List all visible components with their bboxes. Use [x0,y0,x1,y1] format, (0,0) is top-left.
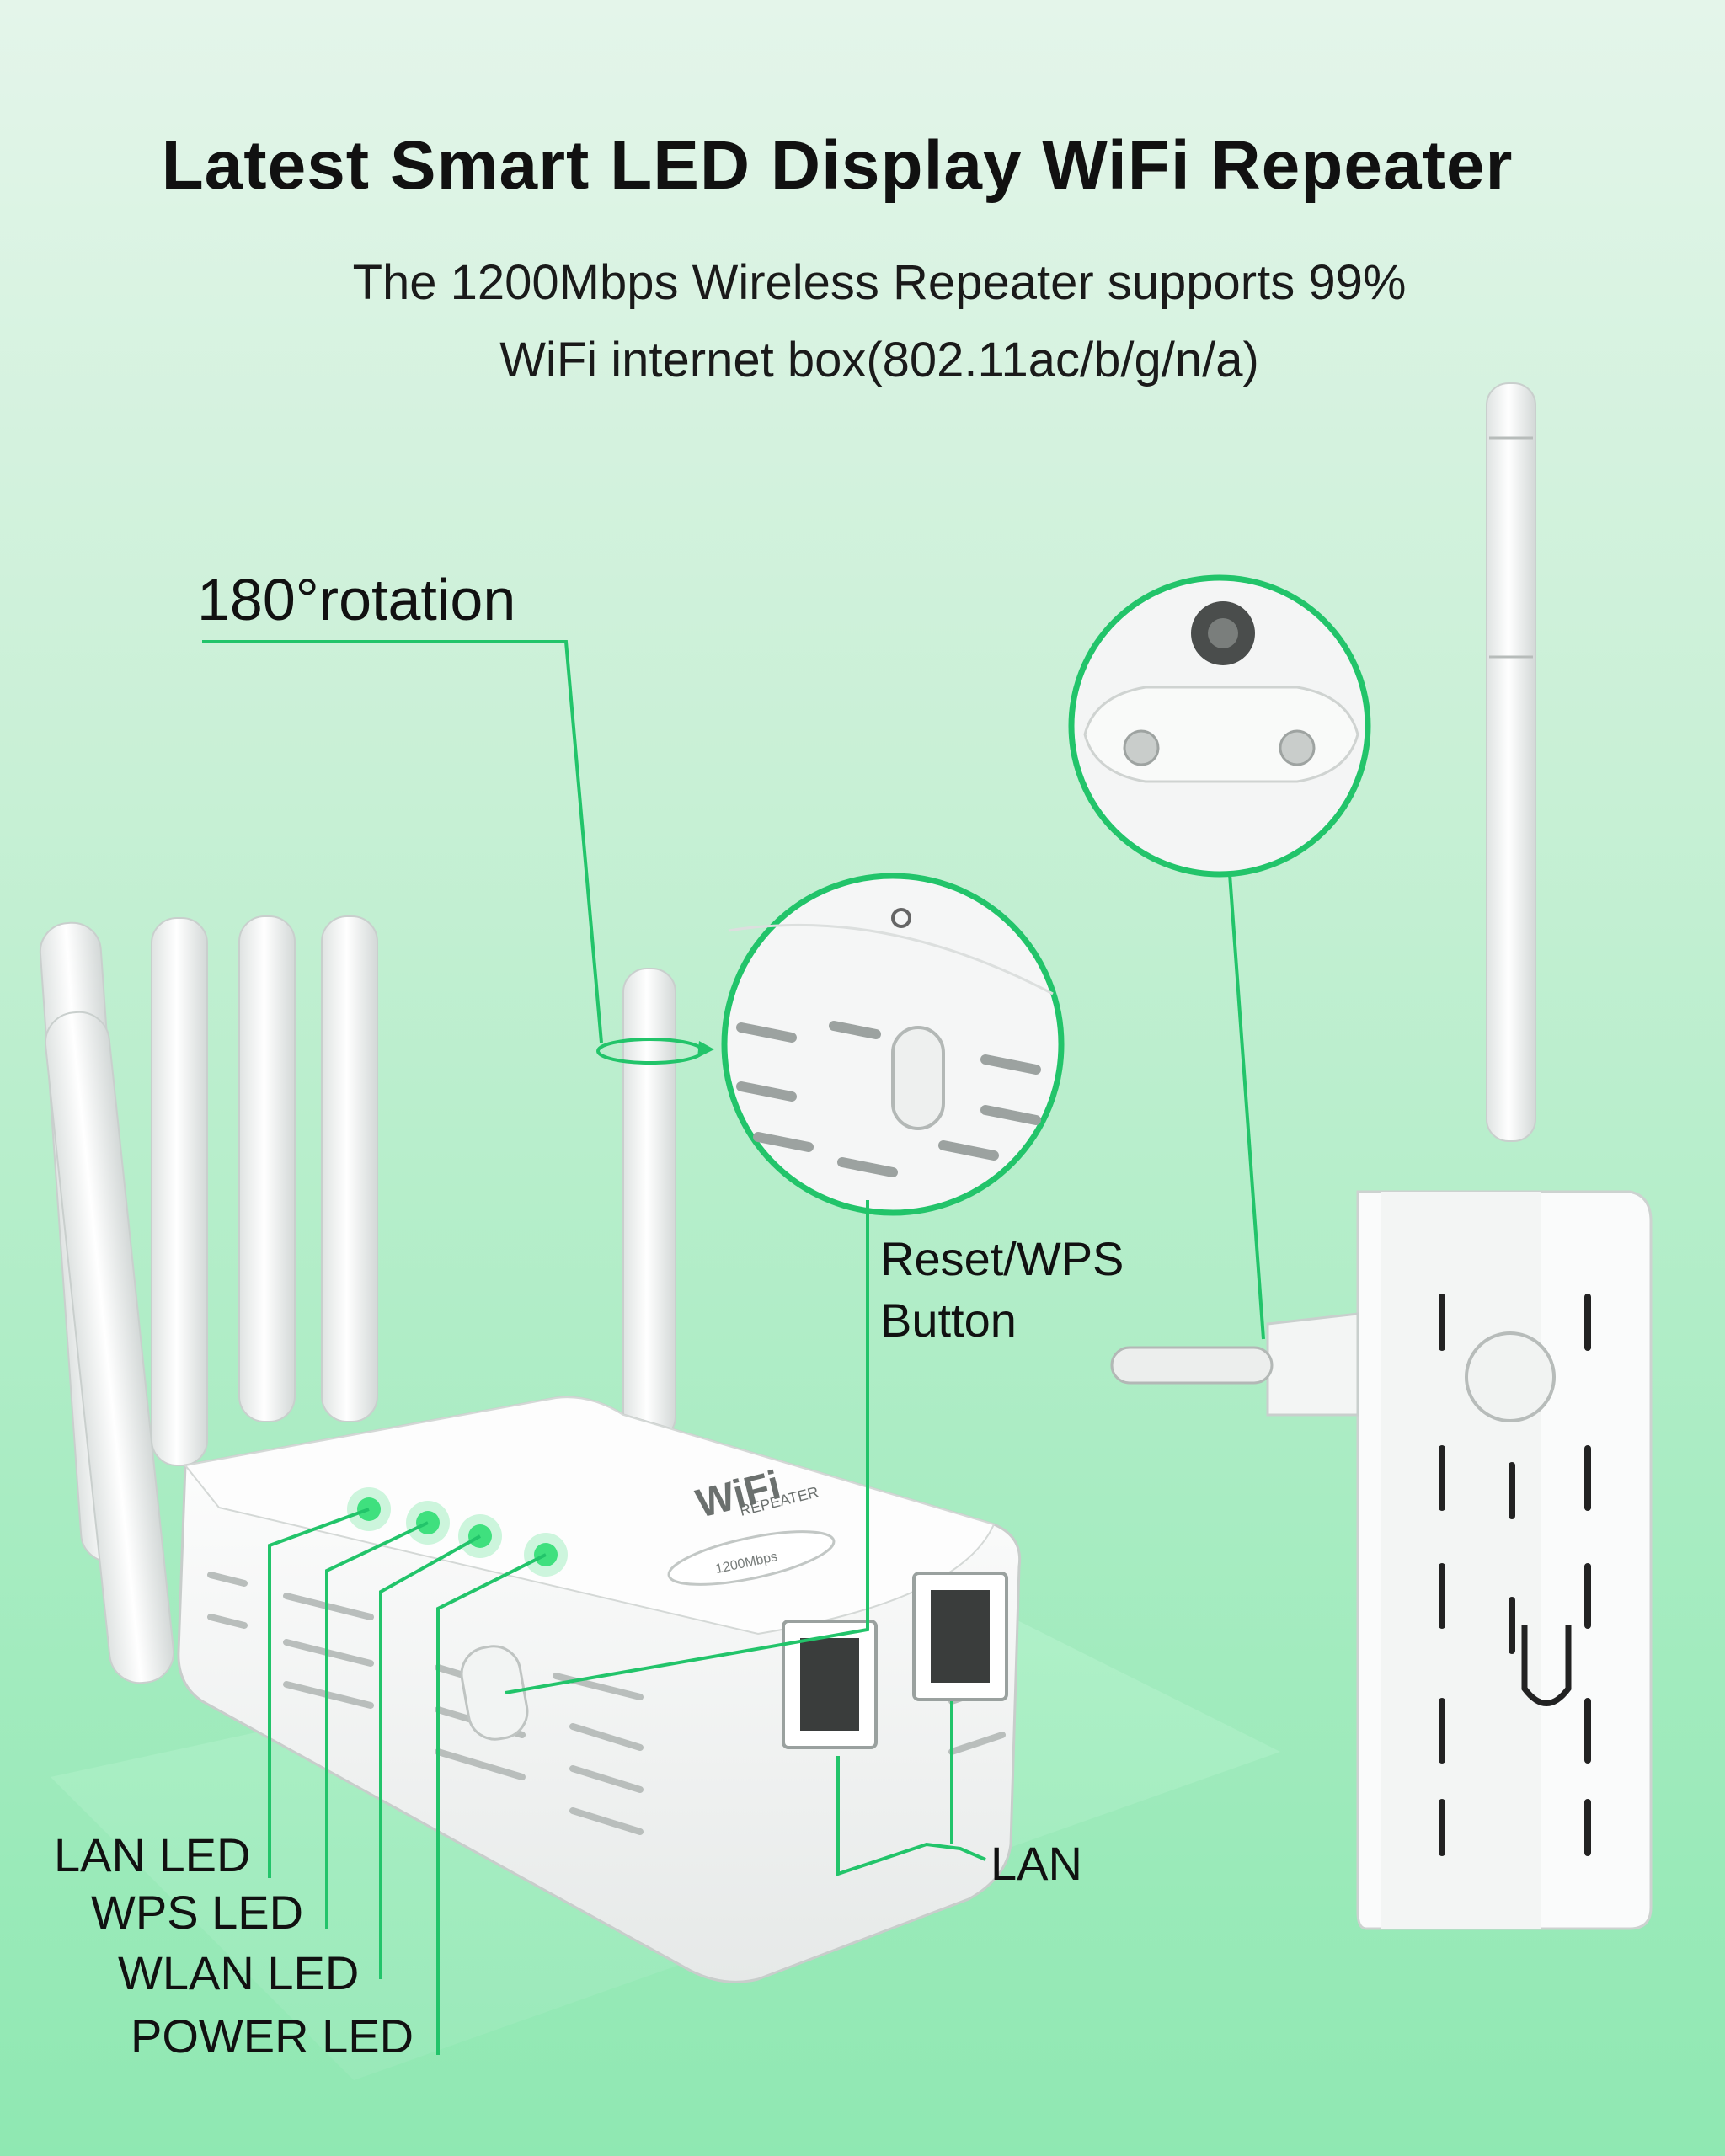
rotation-label: 180°rotation [197,567,516,632]
reset-wps-line2: Button [880,1294,1017,1347]
subtitle-line-1: The 1200Mbps Wireless Repeater supports … [352,255,1407,310]
left-repeater-body [177,1396,1022,1983]
callout-lines [202,640,1265,2055]
reset-wps-label: Reset/WPS Button [880,1231,1124,1348]
zoom-circle-plug [1068,574,1371,878]
lan-led-label: LAN LED [54,1828,251,1881]
wps-led-label: WPS LED [91,1886,304,1939]
lan-label: LAN [991,1837,1082,1890]
zoom-circle-reset [721,873,1065,1216]
right-repeater [1110,382,1653,1930]
subtitle-line-2: WiFi internet box(802.11ac/b/g/n/a) [499,333,1259,387]
page-subtitle: The 1200Mbps Wireless Repeater supports … [0,244,1725,399]
wlan-led-label: WLAN LED [118,1946,360,1999]
power-led-label: POWER LED [131,2009,414,2063]
reset-wps-line1: Reset/WPS [880,1232,1124,1285]
left-antennas [39,915,676,1709]
page-title: Latest Smart LED Display WiFi Repeater [161,127,1514,204]
